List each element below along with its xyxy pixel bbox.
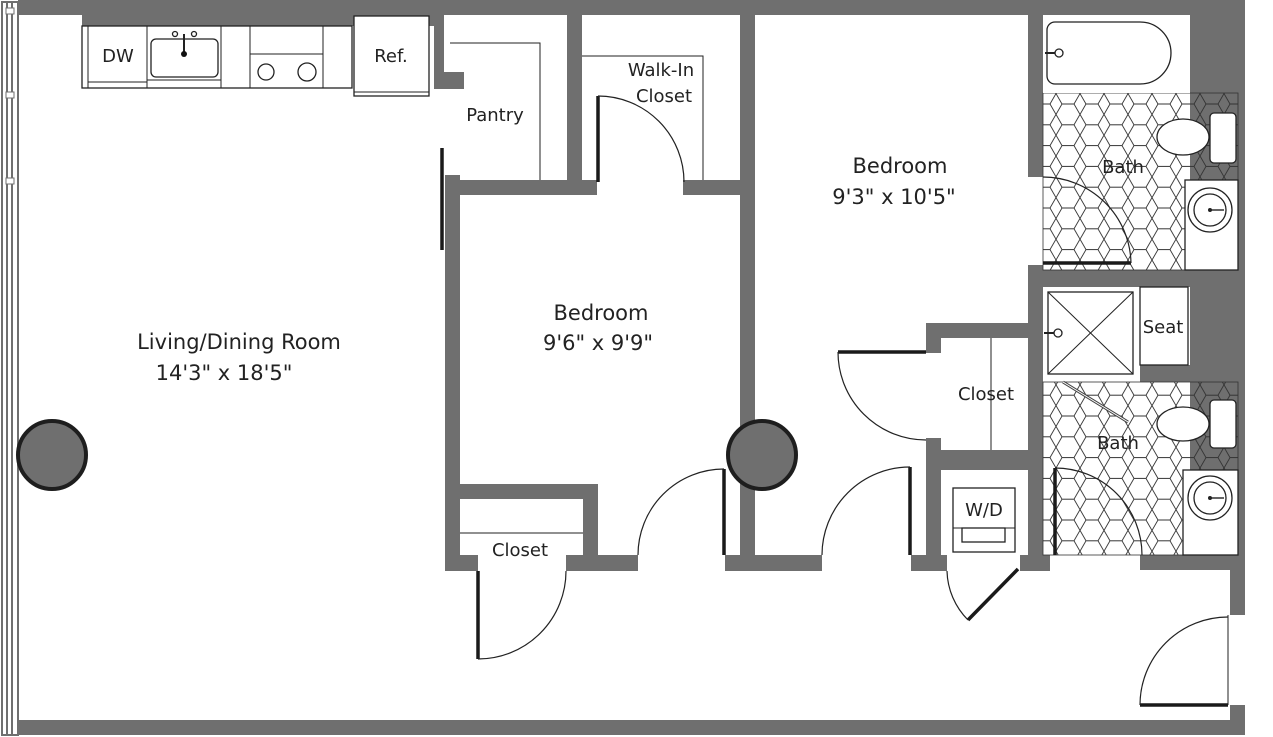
shower <box>1043 287 1140 382</box>
pantry-label: Pantry <box>466 105 524 126</box>
walk-in-closet-label-2: Closet <box>636 86 692 107</box>
shower-seat: Seat <box>1139 286 1189 366</box>
living-room-name: Living/Dining Room <box>137 330 341 354</box>
bath-2: Bath <box>1042 380 1239 556</box>
bathtub-icon <box>1043 15 1190 93</box>
bedroom-1-name: Bedroom <box>554 301 649 325</box>
dishwasher-label: DW <box>102 46 134 67</box>
column-bedroom <box>726 419 798 491</box>
bedroom-1-dimensions: 9'6" x 9'9" <box>543 331 653 355</box>
bedroom-2-dimensions: 9'3" x 10'5" <box>832 185 955 209</box>
washer-dryer: W/D <box>946 487 1020 622</box>
bedroom-2-name: Bedroom <box>853 154 948 178</box>
refrigerator: Ref. <box>353 15 430 97</box>
walk-in-closet: Walk-In Closet <box>582 55 704 183</box>
living-dining-room: Living/Dining Room 14'3" x 18'5" <box>137 330 341 385</box>
bedroom-1-closet-label: Closet <box>492 540 548 561</box>
washer-dryer-label: W/D <box>965 500 1003 521</box>
walk-in-closet-label-1: Walk-In <box>628 60 694 81</box>
toilet-icon <box>1156 112 1237 164</box>
bath-sink-icon <box>1187 187 1233 233</box>
bedroom-2-closet: Closet <box>837 338 1014 450</box>
bath-1-label: Bath <box>1102 157 1144 178</box>
sink-icon <box>150 30 219 78</box>
bath-sink-icon <box>1187 475 1233 521</box>
toilet-icon <box>1156 399 1237 449</box>
seat-label: Seat <box>1143 317 1184 338</box>
entry-door[interactable] <box>1139 615 1229 707</box>
bath-2-label: Bath <box>1097 433 1139 454</box>
pantry: Pantry <box>440 42 541 250</box>
column-living <box>16 419 88 491</box>
cooktop-icon <box>257 62 317 82</box>
interior-walls <box>434 15 1190 571</box>
bath-1: Bath <box>1042 15 1239 271</box>
bedroom-2: Bedroom 9'3" x 10'5" <box>821 154 956 556</box>
bedroom-1: Bedroom 9'6" x 9'9" Closet <box>460 301 726 660</box>
washer-dryer-door[interactable] <box>966 567 1020 622</box>
living-room-dimensions: 14'3" x 18'5" <box>156 361 293 385</box>
dishwasher: DW <box>102 46 134 67</box>
bedroom-2-closet-label: Closet <box>958 384 1014 405</box>
window-left <box>1 1 19 736</box>
refrigerator-label: Ref. <box>374 46 408 67</box>
